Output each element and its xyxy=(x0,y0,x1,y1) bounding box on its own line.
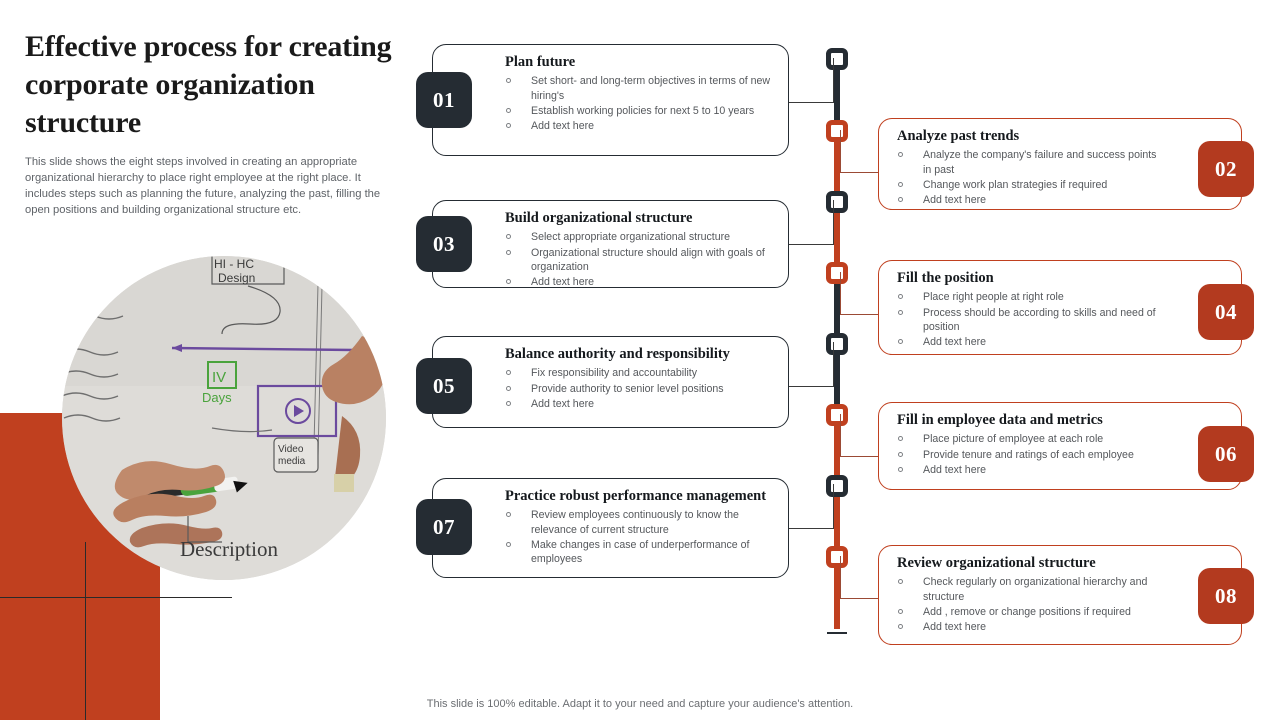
svg-text:Video: Video xyxy=(278,444,304,455)
step-title: Balance authority and responsibility xyxy=(505,346,730,362)
step-bullets: Fix responsibility and accountability Pr… xyxy=(505,366,776,411)
connector-01-riser xyxy=(833,58,834,103)
step-bullets: Check regularly on organizational hierar… xyxy=(897,575,1163,634)
timeline-node-07 xyxy=(826,475,848,497)
bullet-item: Add text here xyxy=(897,463,1163,477)
step-title: Analyze past trends xyxy=(897,128,1020,144)
bullet-item: Add text here xyxy=(505,397,776,411)
bullet-item: Establish working policies for next 5 to… xyxy=(505,104,776,118)
timeline-node-04 xyxy=(826,262,848,284)
svg-text:HI - HC: HI - HC xyxy=(214,257,254,271)
step-badge-04: 04 xyxy=(1198,284,1254,340)
svg-text:media: media xyxy=(278,456,306,467)
connector-02-riser xyxy=(840,130,841,173)
timeline-foot xyxy=(827,632,847,634)
decorative-horizontal-line xyxy=(0,597,232,598)
bullet-item: Select appropriate organizational struct… xyxy=(505,230,776,244)
step-bullets: Select appropriate organizational struct… xyxy=(505,230,776,289)
step-badge-06: 06 xyxy=(1198,426,1254,482)
timeline-node-06 xyxy=(826,404,848,426)
bullet-item: Review employees continuously to know th… xyxy=(505,508,776,536)
bullet-item: Set short- and long-term objectives in t… xyxy=(505,74,776,102)
connector-07 xyxy=(788,528,834,529)
bullet-item: Add text here xyxy=(897,620,1163,634)
step-bullets: Analyze the company's failure and succes… xyxy=(897,148,1163,207)
bullet-item: Place picture of employee at each role xyxy=(897,432,1163,446)
step-title: Practice robust performance management xyxy=(505,488,767,504)
step-bullets: Review employees continuously to know th… xyxy=(505,508,776,566)
step-card-08[interactable]: Review organizational structure Check re… xyxy=(878,545,1242,645)
step-badge-07: 07 xyxy=(416,499,472,555)
connector-06 xyxy=(840,456,884,457)
svg-text:IV: IV xyxy=(212,369,226,386)
connector-03 xyxy=(788,244,834,245)
step-card-06[interactable]: Fill in employee data and metrics Place … xyxy=(878,402,1242,490)
step-bullets: Set short- and long-term objectives in t… xyxy=(505,74,776,133)
bullet-item: Change work plan strategies if required xyxy=(897,178,1163,192)
timeline-node-08 xyxy=(826,546,848,568)
step-card-05[interactable]: Balance authority and responsibility Fix… xyxy=(432,336,789,428)
connector-05 xyxy=(788,386,834,387)
step-badge-02: 02 xyxy=(1198,141,1254,197)
connector-08-riser xyxy=(840,556,841,599)
step-card-01[interactable]: Plan future Set short- and long-term obj… xyxy=(432,44,789,156)
step-bullets: Place right people at right role Process… xyxy=(897,290,1163,349)
bullet-item: Process should be according to skills an… xyxy=(897,306,1163,334)
connector-06-riser xyxy=(840,414,841,457)
step-title: Fill in employee data and metrics xyxy=(897,412,1103,428)
step-badge-01: 01 xyxy=(416,72,472,128)
step-badge-03: 03 xyxy=(416,216,472,272)
bullet-item: Add text here xyxy=(897,193,1163,207)
bullet-item: Fix responsibility and accountability xyxy=(505,366,776,380)
bullet-item: Analyze the company's failure and succes… xyxy=(897,148,1163,176)
bullet-item: Check regularly on organizational hierar… xyxy=(897,575,1163,603)
step-title: Build organizational structure xyxy=(505,210,693,226)
step-bullets: Place picture of employee at each role P… xyxy=(897,432,1163,477)
bullet-item: Add , remove or change positions if requ… xyxy=(897,605,1163,619)
slide-description: This slide shows the eight steps involve… xyxy=(25,156,381,216)
connector-08 xyxy=(840,598,884,599)
connector-01 xyxy=(788,102,834,103)
timeline-segment xyxy=(834,557,840,629)
page-title: Effective process for creating corporate… xyxy=(25,30,392,139)
bullet-item: Add text here xyxy=(505,119,776,133)
bullet-item: Place right people at right role xyxy=(897,290,1163,304)
timeline-node-01 xyxy=(826,48,848,70)
step-card-04[interactable]: Fill the position Place right people at … xyxy=(878,260,1242,355)
connector-07-riser xyxy=(833,484,834,529)
connector-03-riser xyxy=(833,200,834,245)
connector-05-riser xyxy=(833,342,834,387)
step-title: Review organizational structure xyxy=(897,555,1096,571)
step-badge-05: 05 xyxy=(416,358,472,414)
step-title: Fill the position xyxy=(897,270,994,286)
process-timeline xyxy=(826,48,848,634)
svg-text:Description: Description xyxy=(180,537,278,561)
step-card-07[interactable]: Practice robust performance management R… xyxy=(432,478,789,578)
bullet-item: Make changes in case of underperformance… xyxy=(505,538,776,566)
timeline-node-02 xyxy=(826,120,848,142)
timeline-node-03 xyxy=(826,191,848,213)
bullet-item: Add text here xyxy=(897,335,1163,349)
step-card-03[interactable]: Build organizational structure Select ap… xyxy=(432,200,789,288)
connector-04-riser xyxy=(840,272,841,315)
step-badge-08: 08 xyxy=(1198,568,1254,624)
connector-04 xyxy=(840,314,884,315)
step-title: Plan future xyxy=(505,54,576,70)
svg-text:Days: Days xyxy=(202,390,232,405)
bullet-item: Organizational structure should align wi… xyxy=(505,246,776,274)
bullet-item: Provide authority to senior level positi… xyxy=(505,382,776,396)
bullet-item: Provide tenure and ratings of each emplo… xyxy=(897,448,1163,462)
decorative-vertical-line xyxy=(85,542,86,720)
svg-text:Design: Design xyxy=(218,271,255,285)
timeline-node-05 xyxy=(826,333,848,355)
connector-02 xyxy=(840,172,884,173)
step-card-02[interactable]: Analyze past trends Analyze the company'… xyxy=(878,118,1242,210)
slide-footer-note: This slide is 100% editable. Adapt it to… xyxy=(426,698,854,710)
bullet-item: Add text here xyxy=(505,275,776,289)
timeline-segment xyxy=(834,59,840,131)
whiteboard-photo: HI - HC Design IV Days xyxy=(62,256,386,580)
